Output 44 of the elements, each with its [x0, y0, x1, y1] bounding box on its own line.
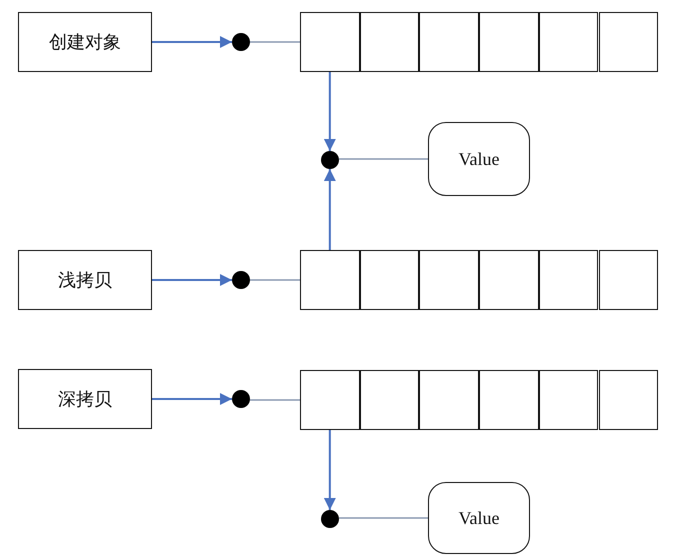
- array-cell: [598, 250, 658, 310]
- array-cell: [479, 250, 539, 310]
- junction-dot: [232, 33, 250, 51]
- node-text: 浅拷贝: [58, 269, 112, 292]
- node-text: 深拷贝: [58, 388, 112, 411]
- connector-line: [250, 279, 300, 281]
- array-cell: [598, 12, 658, 72]
- node-text: Value: [458, 148, 500, 170]
- array-cell: [360, 370, 420, 430]
- connector-line: [250, 399, 300, 401]
- value-box: [428, 482, 530, 554]
- array-cell: [419, 12, 480, 72]
- label-box: [18, 369, 152, 429]
- arrow: [324, 430, 336, 510]
- label-box: [18, 12, 152, 72]
- array-cell: [538, 250, 598, 310]
- arrow: [152, 36, 232, 48]
- junction-dot: [321, 510, 339, 528]
- array-cell: [300, 370, 360, 430]
- label-box: [18, 250, 152, 310]
- value-box: [428, 122, 530, 196]
- arrow: [324, 72, 336, 151]
- node-text: 创建对象: [49, 31, 121, 54]
- array-cell: [598, 370, 658, 430]
- node-text: Value: [458, 508, 500, 528]
- array-cell: [479, 370, 539, 430]
- array-cell: [419, 250, 480, 310]
- arrow: [152, 274, 232, 286]
- array-cell: [300, 250, 360, 310]
- arrow: [324, 169, 336, 250]
- array-cell: [360, 12, 420, 72]
- junction-dot: [321, 151, 339, 169]
- array-cell: [360, 250, 420, 310]
- arrow: [152, 393, 232, 405]
- connector-line: [250, 41, 300, 43]
- array-cell: [300, 12, 360, 72]
- junction-dot: [232, 390, 250, 408]
- connector-line: [339, 517, 428, 519]
- connector-line: [339, 158, 428, 160]
- array-cell: [479, 12, 539, 72]
- array-cell: [419, 370, 480, 430]
- junction-dot: [232, 271, 250, 289]
- array-cell: [538, 370, 598, 430]
- array-cell: [538, 12, 598, 72]
